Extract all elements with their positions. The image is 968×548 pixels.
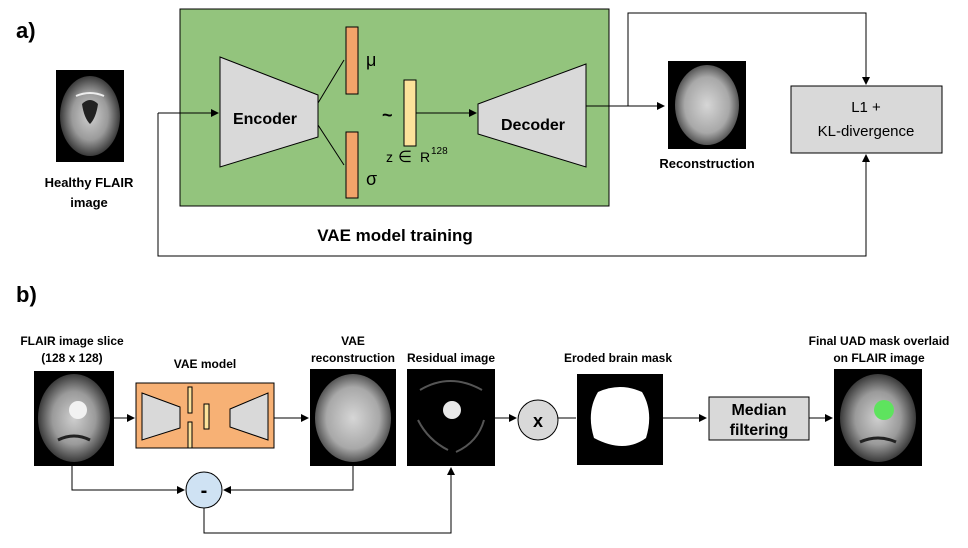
input-caption-line1: Healthy FLAIR xyxy=(45,175,134,190)
latent-space-symbol: R xyxy=(420,149,430,165)
decoder-label: Decoder xyxy=(501,117,565,134)
decoder-block xyxy=(477,63,587,168)
mu-symbol: μ xyxy=(366,50,376,70)
residual-caption: Residual image xyxy=(407,351,495,365)
median-line2: filtering xyxy=(730,422,789,439)
arrow-recon-to-subtract xyxy=(223,466,354,494)
arrow-encoder-to-sigma xyxy=(317,124,345,166)
loss-box xyxy=(790,85,943,154)
subtract-symbol: - xyxy=(201,480,208,502)
vae-mini-mu xyxy=(187,386,193,414)
flair-slice-image xyxy=(34,371,114,466)
median-filtering-box xyxy=(708,396,810,441)
slice-caption-line2: (128 x 128) xyxy=(41,351,102,365)
loss-line1: L1 + xyxy=(851,99,881,116)
residual-image xyxy=(407,369,495,466)
healthy-flair-image xyxy=(56,70,124,162)
vae-model-caption: VAE model xyxy=(174,357,236,371)
arrow-input-to-loss xyxy=(157,113,870,257)
part-a-label: a) xyxy=(16,18,36,43)
median-line1: Median xyxy=(731,402,786,419)
latent-z: z xyxy=(386,149,393,165)
encoder-label: Encoder xyxy=(233,111,297,128)
vae-mini-decoder xyxy=(229,392,269,441)
vae-reconstruction-image xyxy=(310,369,396,466)
loss-line2: KL-divergence xyxy=(818,123,915,140)
multiply-operator xyxy=(517,399,559,441)
slice-caption-line1: FLAIR image slice xyxy=(20,334,124,348)
latent-vector xyxy=(403,79,417,147)
vae-mini-encoder xyxy=(141,392,181,441)
eroded-caption: Eroded brain mask xyxy=(564,351,672,365)
arrow-slice-to-subtract xyxy=(71,466,185,494)
latent-in-symbol: ∈ xyxy=(398,149,412,166)
vae-mini-latent xyxy=(203,403,210,430)
training-caption: VAE model training xyxy=(317,226,473,245)
arrow-subtract-to-residual xyxy=(203,467,455,534)
arrow-encoder-to-mu xyxy=(317,59,345,104)
vae-recon-caption-line1: VAE xyxy=(341,334,365,348)
latent-dim: 128 xyxy=(431,146,448,157)
multiply-symbol: x xyxy=(533,411,543,431)
vae-mini-sigma xyxy=(187,421,193,449)
sigma-symbol: σ xyxy=(366,169,377,189)
reconstruction-image xyxy=(668,61,746,149)
input-caption-line2: image xyxy=(70,195,108,210)
encoder-block xyxy=(219,56,319,168)
vae-recon-caption-line2: reconstruction xyxy=(311,351,395,365)
final-caption-line2: on FLAIR image xyxy=(833,351,925,365)
eroded-brain-mask-image xyxy=(577,374,663,465)
reconstruction-caption: Reconstruction xyxy=(659,156,754,171)
mu-vector xyxy=(345,26,359,95)
final-caption-line1: Final UAD mask overlaid xyxy=(809,334,950,348)
sigma-vector xyxy=(345,131,359,199)
part-b-label: b) xyxy=(16,282,37,307)
tilde-symbol: ~ xyxy=(382,105,393,125)
final-overlay-image xyxy=(834,369,922,466)
arrow-reconstruction-to-loss xyxy=(627,12,870,106)
